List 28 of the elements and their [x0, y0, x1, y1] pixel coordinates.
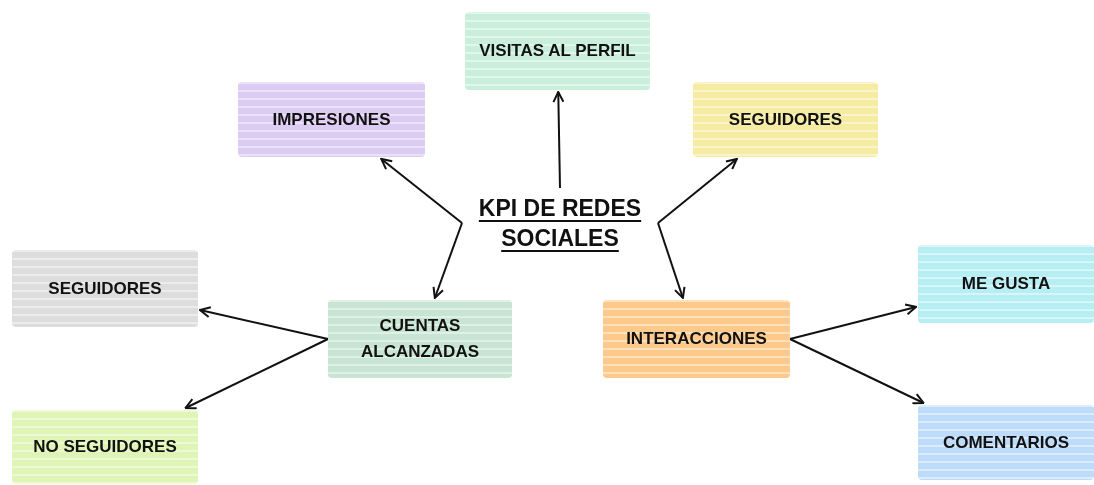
striped-note-box: [693, 82, 878, 157]
arrow: [432, 222, 463, 299]
node-label: SEGUIDORES: [728, 108, 843, 131]
node-label: COMENTARIOS: [942, 431, 1070, 454]
arrow: [184, 338, 329, 410]
arrow: [552, 91, 565, 189]
node-label: INTERACCIONES: [626, 328, 767, 350]
node-label: NO SEGUIDORES: [33, 436, 177, 458]
striped-note-box: [465, 12, 650, 90]
arrow: [380, 158, 463, 224]
striped-note-box: [603, 300, 790, 378]
arrow: [199, 306, 329, 340]
node-label: IMPRESIONES: [272, 108, 391, 131]
striped-note-box: [918, 245, 1094, 323]
title-text: KPI DE REDES SOCIALES: [477, 194, 643, 253]
arrow: [657, 222, 686, 299]
striped-note-box: [12, 250, 198, 327]
striped-note-box: [918, 405, 1094, 480]
arrow: [789, 338, 925, 405]
striped-note-box: [328, 300, 512, 378]
node-label: ME GUSTA: [961, 273, 1051, 295]
striped-note-box: [238, 82, 425, 157]
striped-note-box: [12, 410, 198, 484]
arrow: [657, 158, 738, 224]
node-label: CUENTAS ALCANZADAS: [359, 315, 480, 363]
node-label: SEGUIDORES: [48, 277, 162, 300]
node-label: VISITAS AL PERFIL: [479, 40, 636, 62]
arrow: [789, 303, 917, 340]
